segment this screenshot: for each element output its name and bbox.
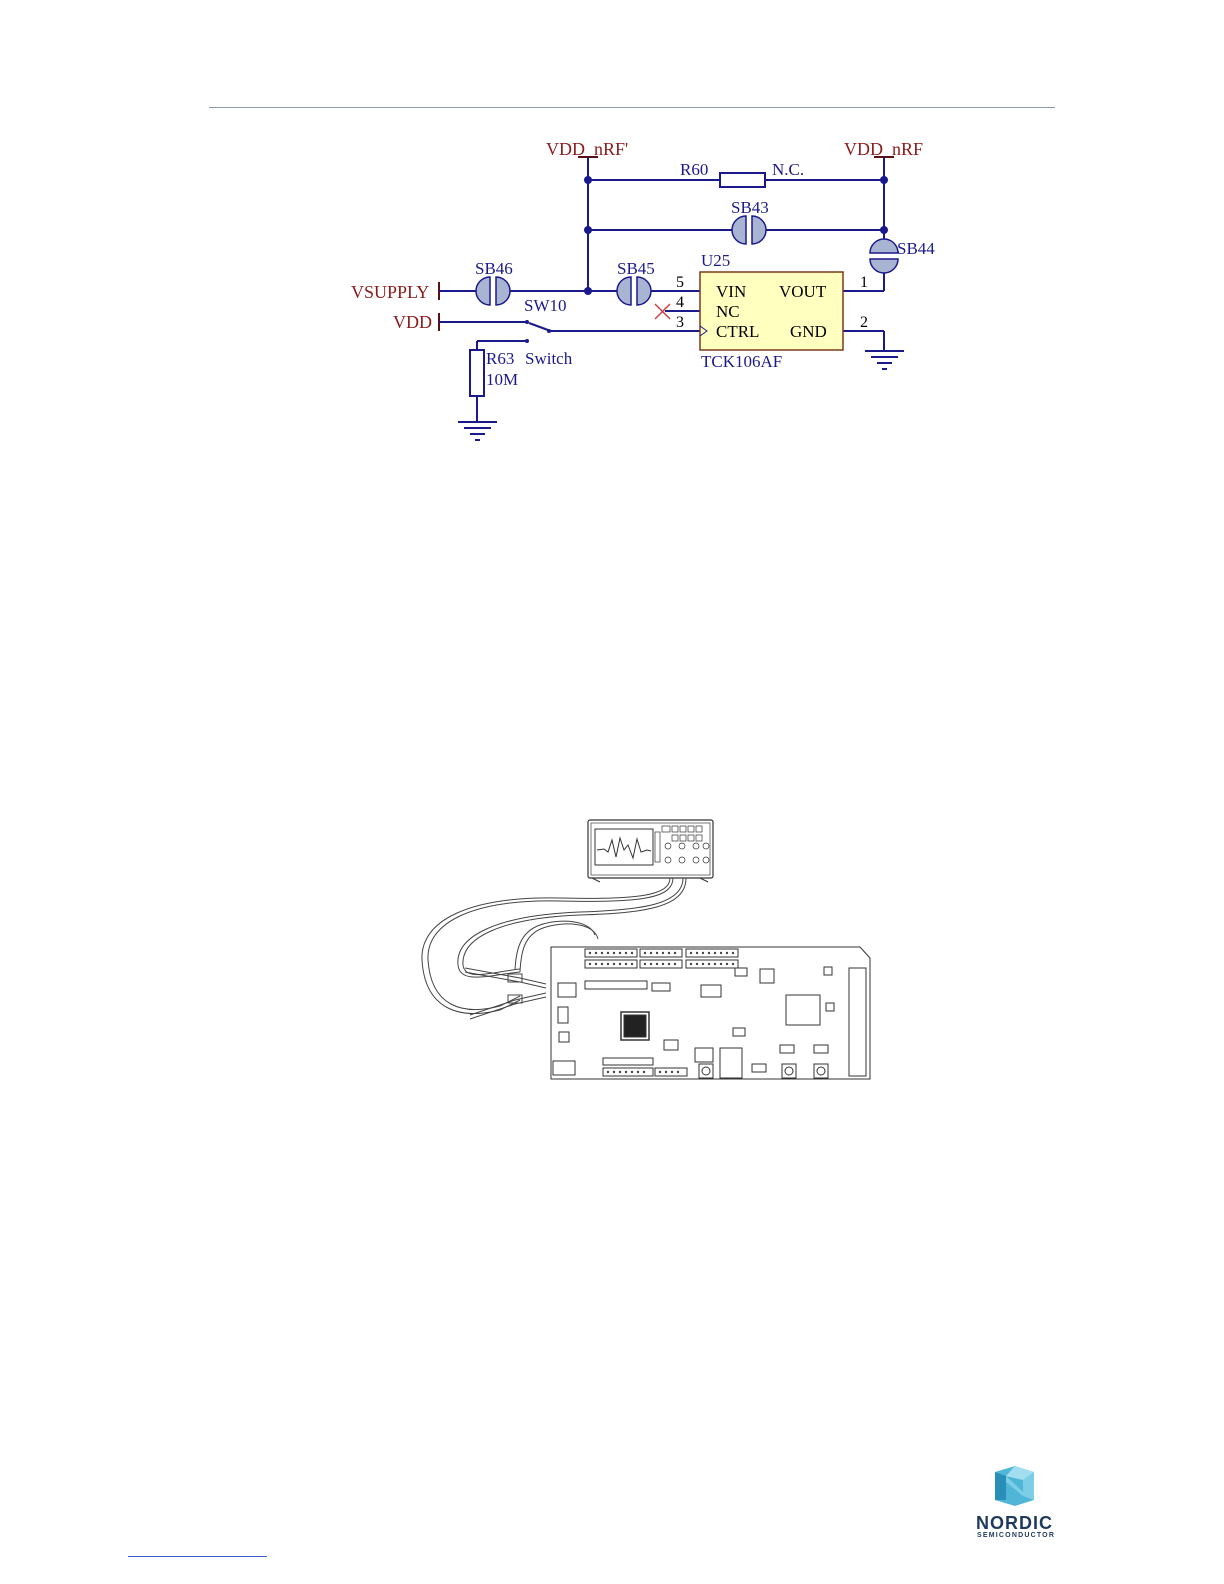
sw10-label: SW10 [524, 296, 567, 315]
r60-label: R60 [680, 160, 708, 179]
solder-bridge-sb44 [870, 239, 898, 273]
sb44-label: SB44 [897, 239, 935, 258]
resistor-r63 [470, 350, 484, 396]
pin-number-3: 3 [676, 314, 684, 331]
u25-pin-nc: NC [716, 302, 740, 321]
ground-symbol-r63 [458, 422, 497, 440]
u25-pin-vin: VIN [716, 282, 746, 301]
pin-number-1: 1 [860, 274, 868, 291]
resistor-r60 [720, 173, 765, 187]
nordic-logo: NORDIC SEMICONDUCTOR [970, 1466, 1060, 1542]
switch-sw10 [525, 320, 551, 343]
net-label-vsupply: VSUPPLY [351, 282, 429, 302]
u25-pin-ctrl: CTRL [716, 322, 759, 341]
r63-label: R63 [486, 349, 514, 368]
development-kit-board [551, 947, 870, 1079]
sb46-label: SB46 [475, 259, 513, 278]
pin-number-2: 2 [860, 314, 868, 331]
r60-value: N.C. [772, 160, 804, 179]
sb45-label: SB45 [617, 259, 655, 278]
solder-bridge-sb43 [732, 216, 766, 244]
u25-label: U25 [701, 251, 730, 270]
solder-bridge-sb45 [617, 277, 651, 305]
r63-value: 10M [486, 370, 518, 389]
probe-cables [422, 878, 686, 1019]
u25-part: TCK106AF [701, 352, 782, 371]
solder-bridge-sb46 [476, 277, 510, 305]
net-label-vdd: VDD [393, 312, 432, 332]
u25-pin-vout: VOUT [779, 282, 827, 301]
footer-link-underline[interactable] [128, 1556, 267, 1557]
sb43-label: SB43 [731, 198, 769, 217]
power-schematic: VDD_nRF' VDD_nRF VSUPPLY VDD [0, 0, 1224, 470]
oscilloscope-icon [588, 820, 713, 882]
ground-symbol-u25 [865, 351, 904, 369]
nordic-logo-subtitle: SEMICONDUCTOR [977, 1532, 1055, 1539]
nordic-logo-mark [970, 1466, 1060, 1510]
nordic-logo-name: NORDIC [976, 1513, 1053, 1534]
pin-number-5: 5 [676, 274, 684, 291]
pin-number-4: 4 [676, 294, 684, 311]
r63-switch-label: Switch [525, 349, 573, 368]
u25-pin-gnd: GND [790, 322, 827, 341]
